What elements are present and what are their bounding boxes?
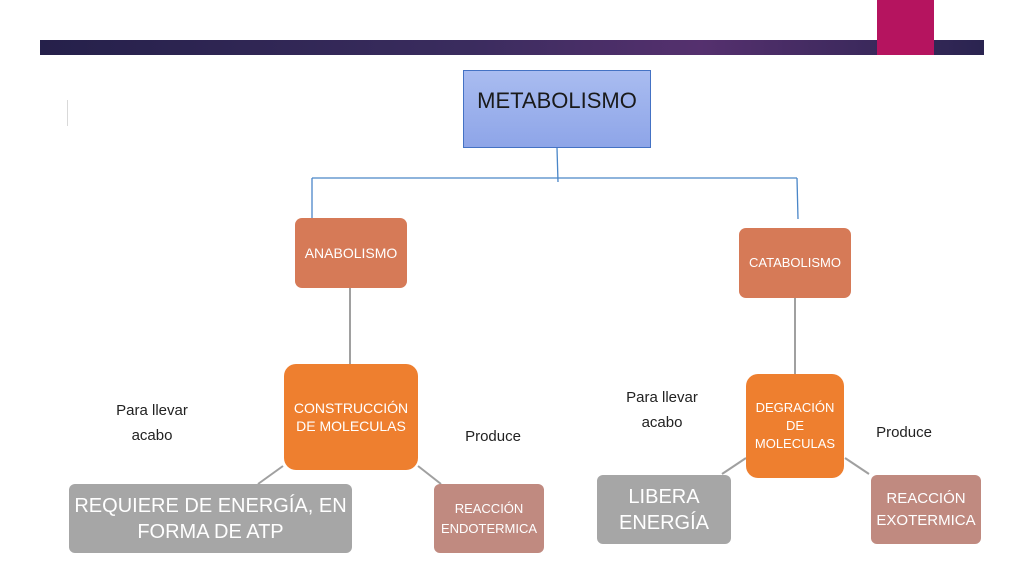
construccion-to-requirement-line (257, 465, 284, 485)
node-exotermica-line-2: EXOTERMICA (876, 511, 976, 529)
node-catabolismo-label: CATABOLISMO (749, 254, 841, 270)
right-drop-line (796, 177, 799, 220)
node-catabolismo: CATABOLISMO (739, 228, 851, 298)
node-anabolismo: ANABOLISMO (295, 218, 407, 288)
label-para-llevar-right-line-1: Para llevar (626, 389, 698, 406)
node-libera-energia: LIBERA ENERGÍA (597, 475, 731, 544)
header-bar (40, 40, 984, 55)
root-node-label: METABOLISMO (477, 88, 637, 113)
node-libera-line-2: ENERGÍA (618, 511, 710, 534)
label-produce-right: Produce (866, 420, 942, 445)
header-accent (877, 0, 934, 55)
node-endotermica-line-1: REACCIÓN (454, 501, 524, 516)
node-degracion-line-2: DE (785, 417, 805, 433)
node-degracion-de-moleculas: DEGRACIÓN DE MOLECULAS (746, 374, 844, 478)
node-requiere-energia-atp: REQUIERE DE ENERGÍA, EN FORMA DE ATP (69, 484, 352, 553)
node-construccion-de-moleculas: CONSTRUCCIÓN DE MOLECULAS (284, 364, 418, 470)
label-para-llevar-left-line-2: acabo (131, 427, 173, 444)
node-requiere-line-2: FORMA DE ATP (137, 520, 284, 543)
node-reaccion-endotermica: REACCIÓN ENDOTERMICA (434, 484, 544, 553)
label-para-llevar-right-line-2: acabo (641, 414, 683, 431)
label-para-llevar-left-line-1: Para llevar (116, 402, 188, 419)
root-node-metabolismo: METABOLISMO (463, 70, 651, 148)
degracion-to-requirement-line (721, 457, 747, 475)
label-para-llevar-acabo-right: Para llevar acabo (610, 385, 714, 435)
node-endotermica-line-2: ENDOTERMICA (440, 520, 538, 536)
node-reaccion-exotermica: REACCIÓN EXOTERMICA (871, 475, 981, 544)
node-construccion-line-1: CONSTRUCCIÓN (293, 399, 409, 416)
label-produce-left-text: Produce (465, 428, 521, 445)
text-cursor-mark (67, 100, 68, 126)
node-requiere-line-1: REQUIERE DE ENERGÍA, EN (74, 494, 347, 517)
construccion-to-reaction-line (417, 465, 442, 485)
node-anabolismo-label: ANABOLISMO (304, 244, 398, 261)
node-construccion-line-2: DE MOLECULAS (296, 418, 406, 434)
degracion-to-reaction-line (844, 457, 870, 475)
label-produce-left: Produce (456, 424, 530, 449)
node-libera-line-1: LIBERA (628, 485, 700, 508)
node-degracion-line-1: DEGRACIÓN (755, 399, 835, 415)
label-produce-right-text: Produce (876, 424, 932, 441)
node-exotermica-line-1: REACCIÓN (886, 489, 966, 507)
node-degracion-line-3: MOLECULAS (754, 436, 836, 452)
root-stem-line (556, 147, 559, 183)
label-para-llevar-acabo-left: Para llevar acabo (100, 398, 204, 448)
